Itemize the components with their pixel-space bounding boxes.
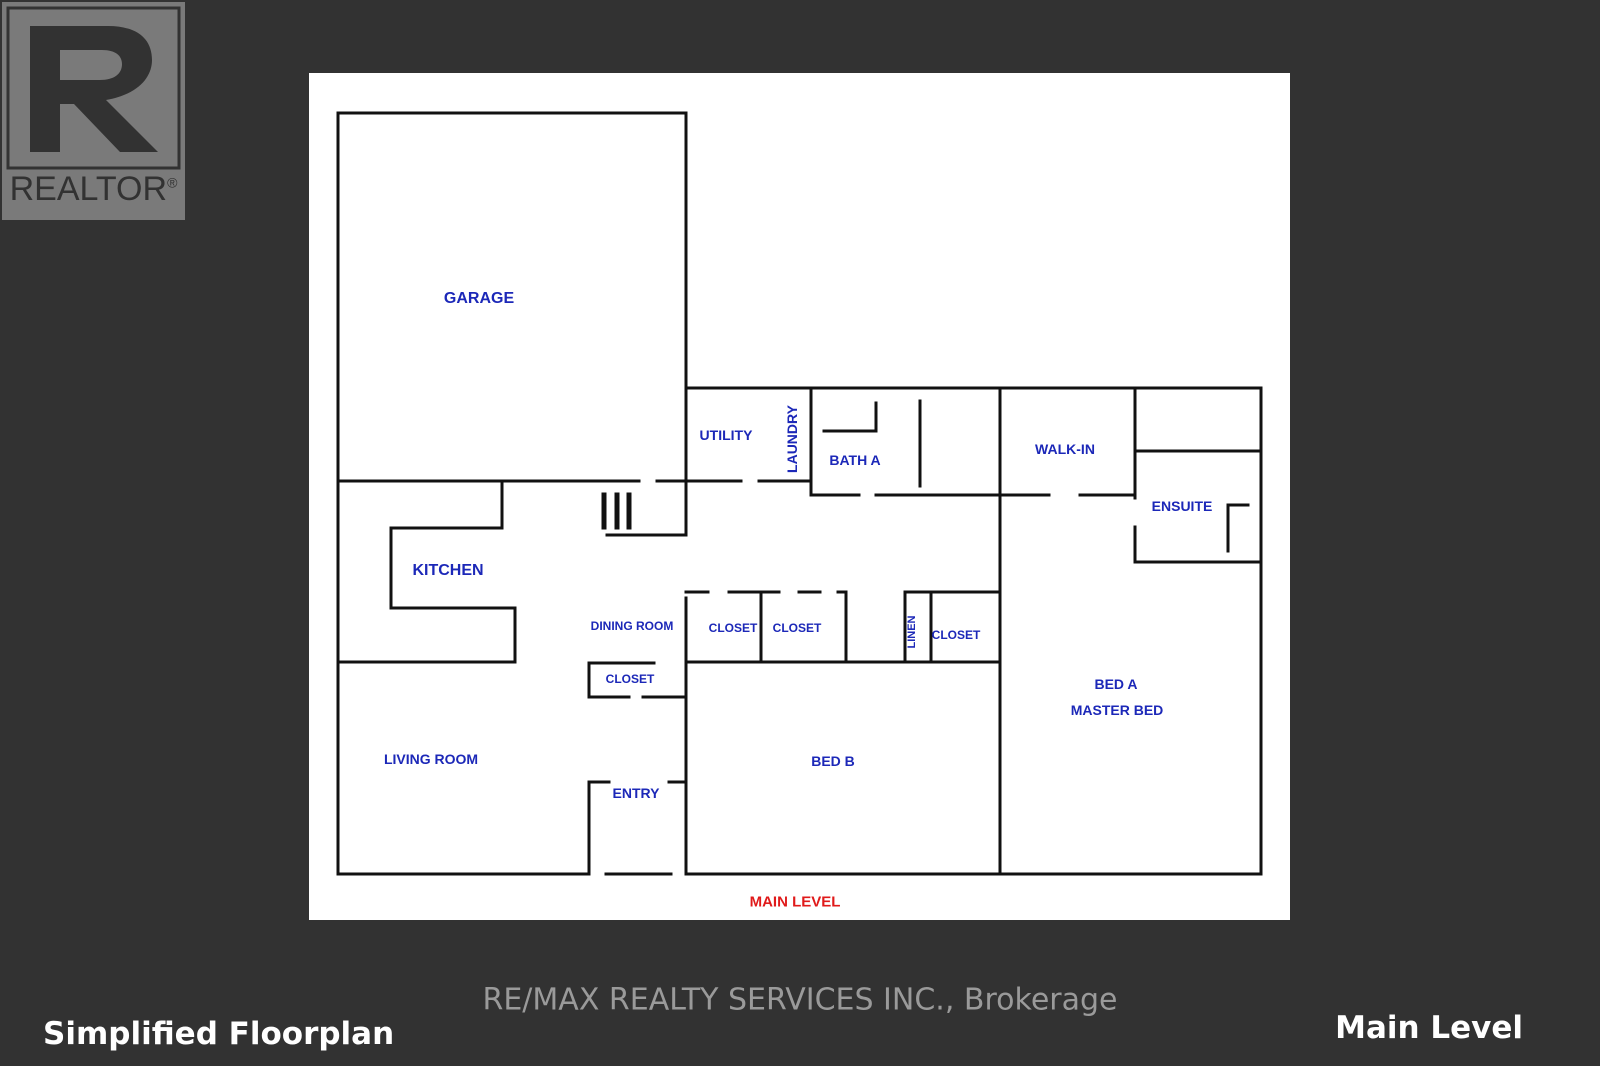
- room-label-garage: GARAGE: [443, 290, 515, 307]
- room-label-walk-in: WALK-IN: [1035, 441, 1095, 457]
- realtor-logo: REALTOR®: [2, 2, 185, 220]
- room-label-entry: ENTRY: [612, 785, 660, 801]
- room-label-dining-room: DINING ROOM: [590, 619, 674, 633]
- realtor-wordmark: REALTOR®: [2, 170, 185, 209]
- caption-simplified-floorplan: Simplified Floorplan: [43, 1016, 395, 1052]
- realtor-wordmark-text: REALTOR: [9, 170, 168, 208]
- room-label-kitchen: KITCHEN: [412, 562, 484, 579]
- room-label-closet-1: CLOSET: [708, 621, 758, 635]
- room-label-linen: LINEN: [906, 615, 918, 649]
- room-label-closet-2: CLOSET: [772, 621, 822, 635]
- room-label-ensuite: ENSUITE: [1151, 498, 1213, 514]
- room-label-living-room: LIVING ROOM: [383, 751, 479, 767]
- floorplan-walls: [336, 111, 1263, 876]
- room-label-closet-3: CLOSET: [931, 628, 981, 642]
- room-label-bed-a: BED A: [1094, 676, 1138, 692]
- room-label-closet-4: CLOSET: [605, 672, 655, 686]
- room-label-bed-b: BED B: [811, 753, 855, 769]
- realtor-r-icon: [6, 6, 181, 170]
- room-label-bath-a: BATH A: [829, 452, 881, 468]
- floorplan-card: GARAGE UTILITY LAUNDRY BATH A WALK-IN EN…: [309, 73, 1290, 920]
- room-label-master-bed: MASTER BED: [1070, 702, 1164, 718]
- registered-mark: ®: [167, 174, 178, 191]
- level-caption: MAIN LEVEL: [749, 893, 841, 911]
- brokerage-watermark: RE/MAX REALTY SERVICES INC., Brokerage: [482, 982, 1118, 1018]
- room-label-laundry: LAUNDRY: [784, 405, 800, 473]
- caption-main-level: Main Level: [1335, 1010, 1523, 1046]
- room-label-utility: UTILITY: [699, 427, 753, 443]
